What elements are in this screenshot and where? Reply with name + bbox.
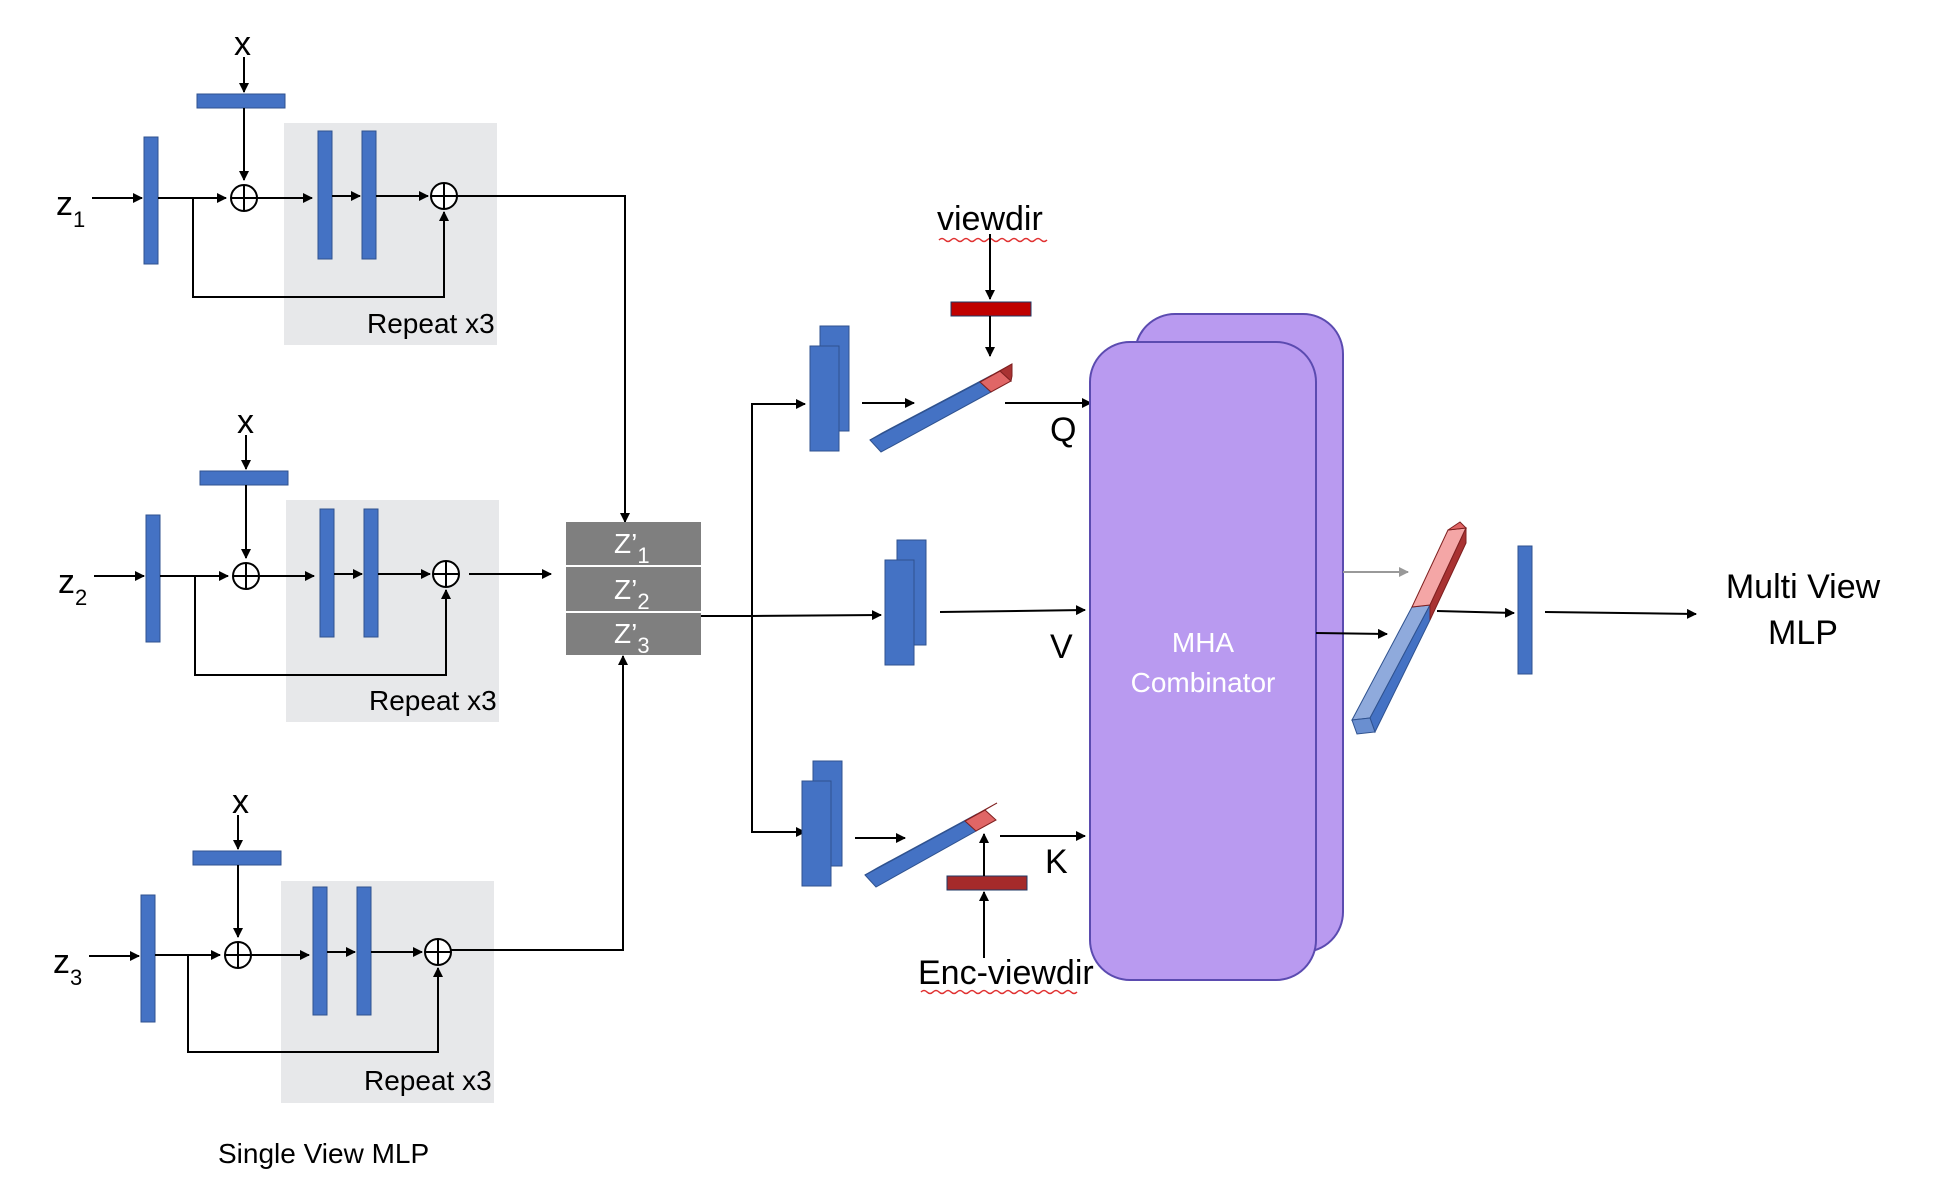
- add-icon: [224, 941, 252, 969]
- mha-combinator: MHA Combinator: [1089, 313, 1344, 981]
- enc-viewdir-encoding-block: [946, 875, 1028, 891]
- output-path: Multi View MLP: [1315, 521, 1881, 735]
- x-encoding-block: [199, 470, 289, 486]
- mha-label-line1: MHA: [1172, 627, 1235, 658]
- mha-front-card: [1089, 341, 1317, 981]
- repeat-label: Repeat x3: [369, 685, 497, 716]
- hidden-layer-block: [319, 508, 335, 638]
- single-view-branch-3: Repeat x3 z3 x: [53, 655, 628, 1103]
- x-input-label: x: [232, 783, 249, 821]
- z-prime-stack: Z’1 Z’2 Z’3: [566, 522, 701, 658]
- single-view-branch-1: Repeat x3 z1 x: [56, 25, 630, 523]
- v-label: V: [1050, 628, 1073, 666]
- hidden-layer-block: [312, 886, 328, 1016]
- k-label: K: [1045, 843, 1068, 881]
- multi-view-label-line1: Multi View: [1726, 568, 1881, 606]
- multi-view-label-line2: MLP: [1768, 614, 1838, 652]
- add-icon: [230, 184, 258, 212]
- output-layer-block: [1517, 545, 1533, 675]
- add-icon: [232, 562, 260, 590]
- qkv-connections: [701, 399, 882, 837]
- stack-item-3: Z’3: [614, 618, 650, 658]
- hidden-layer-block: [356, 886, 372, 1016]
- input-layer-block: [145, 514, 161, 643]
- stack-block: [566, 522, 701, 655]
- single-view-branch-2: Repeat x3 z2 x: [58, 403, 552, 722]
- viewdir-label: viewdir: [937, 200, 1043, 238]
- hidden-layer-block: [317, 130, 333, 260]
- key-path: K Enc-viewdir: [801, 760, 1094, 995]
- query-path: viewdir Q: [809, 200, 1092, 453]
- z-input-label: z2: [58, 563, 87, 610]
- output-vector: [1351, 521, 1468, 735]
- value-path: V: [884, 539, 1086, 666]
- q-label: Q: [1050, 411, 1076, 449]
- add-icon: [432, 560, 460, 588]
- z-input-label: z3: [53, 943, 82, 990]
- stack-item-2: Z’2: [614, 574, 650, 614]
- hidden-layer-block: [363, 508, 379, 638]
- hidden-layer-block: [361, 130, 377, 260]
- spellcheck-underline: [920, 989, 1078, 995]
- enc-viewdir-label: Enc-viewdir: [918, 954, 1094, 992]
- query-vector: [869, 363, 1013, 453]
- x-input-label: x: [237, 403, 254, 441]
- single-view-caption: Single View MLP: [218, 1138, 429, 1169]
- spellcheck-underline: [938, 237, 1048, 243]
- x-encoding-block: [192, 850, 282, 866]
- repeat-label: Repeat x3: [367, 308, 495, 339]
- repeat-label: Repeat x3: [364, 1065, 492, 1096]
- z-input-label: z1: [56, 185, 85, 232]
- add-icon: [430, 182, 458, 210]
- input-layer-block: [140, 894, 156, 1023]
- key-vector: [864, 802, 998, 888]
- mha-label-line2: Combinator: [1131, 667, 1276, 698]
- viewdir-encoding-block: [950, 301, 1032, 317]
- add-icon: [424, 938, 452, 966]
- stack-item-1: Z’1: [614, 528, 650, 568]
- x-input-label: x: [234, 25, 251, 63]
- input-layer-block: [143, 136, 159, 265]
- x-encoding-block: [196, 93, 286, 109]
